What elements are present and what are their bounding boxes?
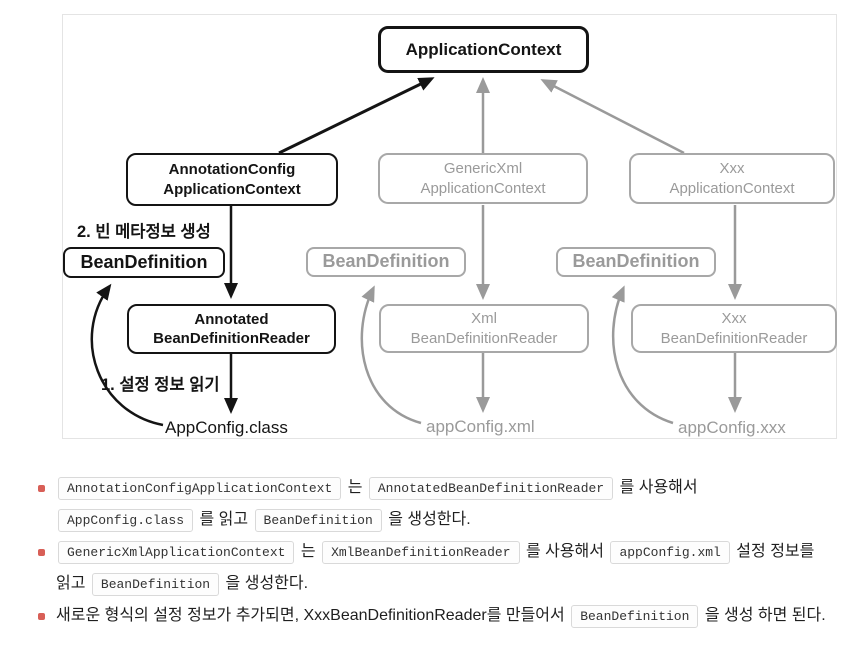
note-item: 새로운 형식의 설정 정보가 추가되면, XxxBeanDefinitionRe… xyxy=(36,600,828,632)
node-label-line1: Xxx xyxy=(721,310,747,328)
node-annotationconfig-applicationcontext: AnnotationConfig ApplicationContext xyxy=(126,153,338,206)
inline-code: BeanDefinition xyxy=(254,509,382,532)
inline-code: AnnotationConfigApplicationContext xyxy=(58,477,342,500)
arrow-annotationconfig-to-applicationcontext xyxy=(278,77,435,155)
note-text: 를 사용해서 xyxy=(615,479,698,496)
node-label-line2: ApplicationContext xyxy=(420,179,546,197)
node-label-line2: BeanDefinitionReader xyxy=(660,329,808,347)
note-text: 새로운 형식의 설정 정보가 추가되면, XxxBeanDefinitionRe… xyxy=(56,607,570,624)
node-label-line2: ApplicationContext xyxy=(669,179,795,197)
label-step1: 1. 설정 정보 읽기 xyxy=(101,376,220,394)
inline-code: BeanDefinition xyxy=(91,573,220,596)
inline-code: AnnotatedBeanDefinitionReader xyxy=(368,477,614,500)
node-label-line2: ApplicationContext xyxy=(163,180,301,198)
note-text: 를 읽고 xyxy=(195,511,253,528)
node-label: BeanDefinition xyxy=(322,251,450,272)
inline-code: appConfig.xml xyxy=(610,541,730,564)
inline-code: XmlBeanDefinitionReader xyxy=(322,541,520,564)
inline-code: GenericXmlApplicationContext xyxy=(58,541,295,564)
inline-code: AppConfig.class xyxy=(58,509,194,532)
node-label: BeanDefinition xyxy=(80,251,208,272)
node-label-line2: BeanDefinitionReader xyxy=(153,330,310,347)
label-appconfig-xml: appConfig.xml xyxy=(426,417,535,436)
notes-list: AnnotationConfigApplicationContext 는 Ann… xyxy=(36,472,828,632)
inline-code: BeanDefinition xyxy=(571,605,699,628)
label-step2: 2. 빈 메타정보 생성 xyxy=(77,223,211,241)
diagram-canvas: ApplicationContext AnnotationConfig Appl… xyxy=(62,14,837,439)
label-appconfig-class: AppConfig.class xyxy=(165,418,288,437)
node-label: BeanDefinition xyxy=(572,251,700,272)
node-xxx-applicationcontext: Xxx ApplicationContext xyxy=(629,153,835,204)
node-genericxml-applicationcontext: GenericXml ApplicationContext xyxy=(378,153,588,204)
node-label-line1: Xxx xyxy=(719,160,745,178)
note-text: 을 생성한다. xyxy=(383,511,471,528)
arrow-appconfigclass-to-beandefinition xyxy=(90,283,164,427)
arrow-appconfigxxx-to-beandefinition xyxy=(611,285,674,425)
node-beandefinition-active: BeanDefinition xyxy=(63,247,225,278)
label-appconfig-xxx: appConfig.xxx xyxy=(678,418,786,437)
note-text: 를 사용해서 xyxy=(521,543,609,560)
diagram-arrows xyxy=(90,77,742,427)
note-text: 설정 정보를 읽고 xyxy=(56,543,815,592)
note-item: GenericXmlApplicationContext 는 XmlBeanDe… xyxy=(36,536,828,600)
node-label-line1: Xml xyxy=(471,310,497,328)
arrow-xxxcontext-to-applicationcontext xyxy=(540,79,685,155)
node-label-line1: AnnotationConfig xyxy=(168,161,296,179)
node-label-line1: Annotated xyxy=(194,310,269,328)
note-item: AnnotationConfigApplicationContext 는 Ann… xyxy=(36,472,828,536)
note-text: 을 생성 하면 된다. xyxy=(700,607,826,624)
note-text: 는 xyxy=(296,543,321,560)
node-beandefinition-xxx: BeanDefinition xyxy=(556,247,716,277)
node-application-context: ApplicationContext xyxy=(378,26,589,73)
node-label: ApplicationContext xyxy=(405,39,562,59)
node-xml-beandefinitionreader: Xml BeanDefinitionReader xyxy=(379,304,589,353)
note-text: 을 생성한다. xyxy=(221,575,309,592)
node-annotated-beandefinitionreader: Annotated BeanDefinitionReader xyxy=(127,304,336,354)
node-label-line1: GenericXml xyxy=(443,160,523,178)
arrow-appconfigxml-to-beandefinition xyxy=(360,285,422,425)
note-text: 는 xyxy=(343,479,367,496)
node-beandefinition-xml: BeanDefinition xyxy=(306,247,466,277)
node-xxx-beandefinitionreader: Xxx BeanDefinitionReader xyxy=(631,304,837,353)
node-label-line2: BeanDefinitionReader xyxy=(410,329,558,347)
